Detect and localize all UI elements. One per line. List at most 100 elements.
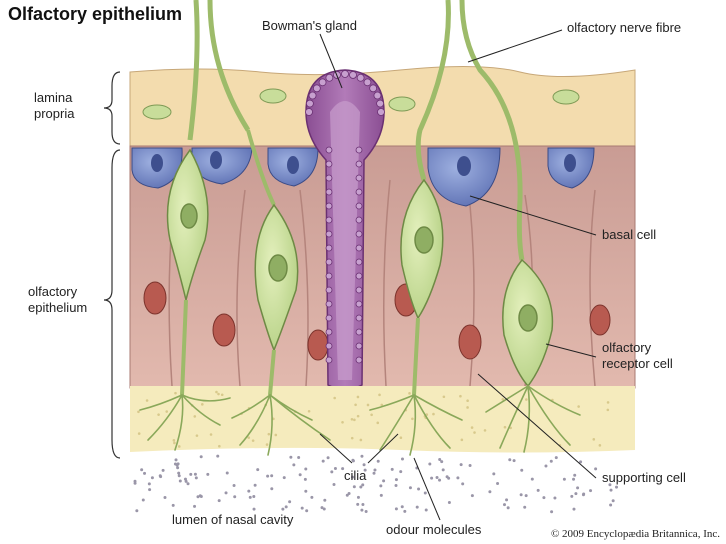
odour-molecule [438,458,442,462]
odour-molecule [194,476,198,480]
odour-molecule [382,479,386,483]
gland-cells [305,70,385,364]
supporting-cell-nucleus [212,313,236,347]
gland-cell [325,258,333,266]
odour-molecule [341,467,345,471]
gland-cell [318,78,327,87]
label-supporting-cell: supporting cell [602,470,686,485]
odour-molecule [321,459,325,463]
mucus-speck [606,401,610,404]
mucus-speck [366,403,370,407]
odour-molecule [399,470,403,474]
odour-molecule [360,454,364,458]
gland-cell [376,99,384,108]
odour-molecule [549,459,553,463]
odour-molecule [572,507,576,511]
odour-molecule [304,489,308,493]
odour-molecule [174,458,178,462]
odour-molecule [574,492,578,496]
odour-molecule [217,499,221,503]
odour-molecule [224,491,228,495]
gland-cell [325,356,333,364]
gland-cell [355,160,363,168]
gland-cell [355,216,363,224]
gland-cell [355,188,363,196]
olfactory-receptor-cells [166,0,554,396]
gland-cell [355,356,363,364]
label-bowmans-gland: Bowman's gland [262,18,357,33]
odour-molecule [322,507,326,511]
odour-molecule [373,468,377,472]
odour-molecule [206,472,210,476]
gland-cell [355,300,363,308]
mucus-speck [193,415,197,418]
odour-molecule [608,483,612,487]
odour-molecule [468,463,472,467]
odour-molecule [303,477,307,481]
mucus-speck [370,413,373,417]
odour-molecule [233,495,237,499]
mucus-speck [483,429,487,432]
odour-molecule [140,468,144,472]
mucus-speck [307,409,311,413]
gland-cell [355,202,363,210]
lamina-nucleus [388,96,416,112]
odour-molecule [330,470,334,474]
gland-cell [355,342,363,350]
odour-molecule [292,463,296,467]
mucus-speck [173,441,176,445]
odour-molecule [305,509,309,513]
odour-molecule [176,466,180,470]
odour-molecule [544,464,548,468]
mucus-speck [501,397,505,401]
mucus-speck [598,444,602,447]
odour-molecule [184,479,188,483]
gland-cell [355,244,363,252]
mucus-speck [350,417,354,421]
bowmans-gland-duct [330,101,360,380]
gland-cell [325,160,333,168]
mucus-speck [145,399,149,402]
mucus-speck [247,436,251,439]
odour-molecule [492,472,496,476]
mucus-speck [525,398,528,401]
odour-molecule [576,486,580,490]
mucus-speck [217,392,220,396]
supporting-cell-nucleus [589,304,611,336]
gland-cell [325,300,333,308]
odour-molecule [173,462,177,466]
odour-molecule [147,482,151,486]
mucus-speck [333,396,336,400]
gland-cell [325,188,333,196]
odour-molecule [345,493,349,497]
odour-molecule [609,503,613,507]
odour-molecule [360,508,364,512]
odour-molecule [216,454,220,458]
odour-molecule [288,500,292,504]
gland-cell [341,70,349,78]
odour-molecule [351,459,355,463]
mucus-speck [378,393,381,397]
odour-molecule [359,485,363,489]
odour-molecule [459,463,463,467]
odour-molecule [400,457,404,461]
mucus-speck [157,413,160,416]
mucus-speck [470,426,474,429]
odour-molecule [148,488,152,492]
odour-molecule [390,467,394,471]
mucus-speck [251,439,255,442]
odour-molecule [196,495,200,499]
odour-molecule [225,471,229,475]
odour-molecule [424,508,428,512]
odour-molecule [266,474,270,478]
odour-molecule [550,510,554,514]
basal-cell [427,147,501,207]
odour-molecule [323,498,327,502]
mucus-speck [592,438,596,441]
label-cilia: cilia [344,468,367,483]
supporting-cell-nucleus [143,281,167,315]
mucus-speck [174,391,177,395]
gland-cell [355,230,363,238]
odour-molecule [536,488,540,492]
mucus-speck [274,433,278,437]
